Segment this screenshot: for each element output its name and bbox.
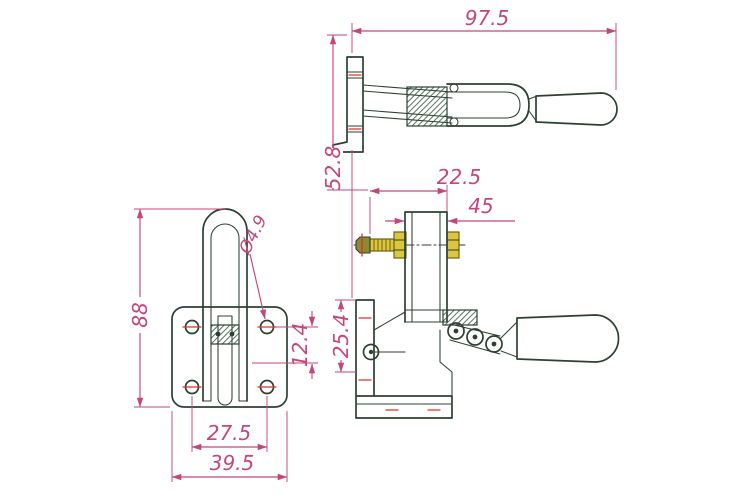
body-detail — [355, 311, 453, 405]
body-pivot-hole — [362, 343, 380, 361]
thread-ticks — [373, 239, 391, 251]
bracket-slot-lines — [346, 71, 364, 133]
dim-label-slot-height: 12.4 — [288, 323, 312, 368]
dim-label-nut-span: 45 — [468, 194, 493, 218]
pivot-pad-front — [210, 324, 240, 345]
dim-body-height: 88 — [128, 208, 226, 408]
pivot-pin — [449, 83, 459, 93]
extension-line — [252, 326, 318, 364]
u-latch-inner — [446, 91, 521, 119]
spindle-tip — [355, 236, 371, 254]
dim-label-body-height: 88 — [128, 302, 152, 327]
dim-hole-spacing: 27.5 — [191, 396, 268, 452]
view-latch-clamp-side — [332, 56, 618, 153]
dim-nut-span: 45 — [385, 194, 515, 227]
dim-overall-width: 97.5 — [351, 6, 617, 90]
extension-line — [369, 185, 448, 234]
link-pivot-pin — [472, 334, 478, 340]
dim-bracket-height: 52.8 — [321, 34, 368, 298]
view-vertical-clamp-side — [355, 211, 620, 419]
leader-line — [249, 253, 267, 320]
view-front — [171, 208, 288, 408]
body-pivot-center — [368, 349, 374, 355]
clamp-body — [355, 299, 453, 419]
pivot-pin-front — [215, 331, 221, 337]
base-plate — [171, 306, 288, 408]
extension-line — [191, 396, 268, 452]
dim-label-base-width: 39.5 — [210, 451, 255, 475]
handle-stem — [500, 321, 518, 358]
dim-label-overall-width: 97.5 — [465, 6, 510, 30]
extension-line — [351, 23, 617, 90]
dim-hole-diameter: Ø4.9 — [235, 212, 272, 320]
mount-hole-marks — [358, 317, 441, 411]
link-pivot — [447, 322, 465, 340]
pivot-block — [406, 86, 448, 127]
dim-arm-span: 25.4 — [329, 299, 356, 373]
dim-label-hole-diameter: Ø4.9 — [235, 212, 272, 258]
link-pivot-pin — [453, 328, 459, 334]
dim-label-bracket-height: 52.8 — [321, 146, 345, 191]
plunger-front — [217, 315, 233, 406]
mounting-bracket — [332, 56, 364, 153]
dim-spindle-span: 22.5 — [369, 165, 482, 234]
u-latch-outer — [446, 83, 530, 127]
plunger-bar — [404, 211, 448, 323]
handle-grip-vertical — [516, 314, 620, 363]
u-handle-inner — [202, 223, 248, 402]
handle-grip — [535, 92, 618, 126]
dim-label-spindle-span: 22.5 — [437, 165, 482, 189]
plunger-bar-inner — [404, 211, 448, 323]
link-pivot-pin — [491, 341, 497, 347]
hole-center-marks — [182, 326, 277, 388]
grip-pad — [442, 309, 478, 326]
dim-base-width: 39.5 — [171, 411, 288, 482]
dim-slot-height: 12.4 — [252, 311, 318, 379]
dim-label-arm-span: 25.4 — [329, 314, 353, 359]
view-spindle-assembly — [353, 231, 469, 259]
nut-facets — [393, 239, 460, 251]
spindle-nut-right — [446, 231, 460, 259]
dim-label-hole-spacing: 27.5 — [207, 421, 252, 445]
link-pivot — [485, 335, 503, 353]
bracket-hole-marks — [348, 74, 362, 130]
link-pivot — [466, 328, 484, 346]
extension-line — [171, 411, 288, 482]
pivot-pin-front — [229, 331, 235, 337]
spindle-nut-left — [393, 231, 407, 259]
pivot-pin — [449, 117, 459, 127]
